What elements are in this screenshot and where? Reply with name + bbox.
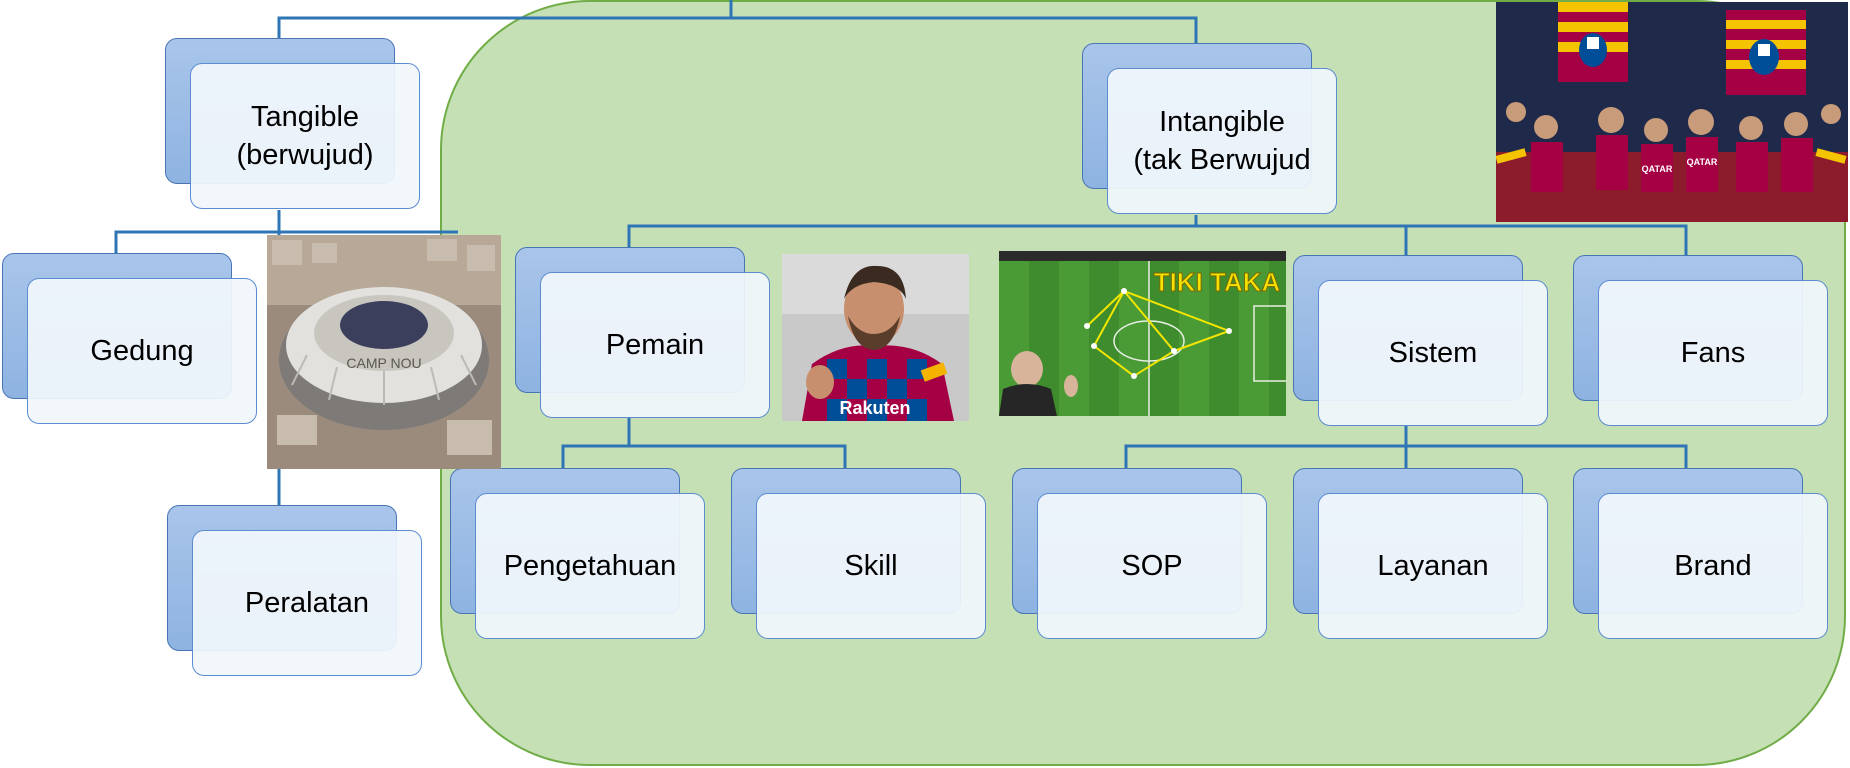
fans-crowd-photo: QATAR QATAR	[1496, 2, 1848, 222]
node-layanan: Layanan	[1293, 468, 1548, 639]
node-pengetahuan-front: Pengetahuan	[475, 493, 705, 639]
node-pengetahuan-label: Pengetahuan	[503, 550, 677, 582]
node-tangible-front: Tangible (berwujud)	[190, 63, 420, 209]
node-layanan-front: Layanan	[1318, 493, 1548, 639]
flag-right	[1726, 10, 1806, 95]
tactics-photo: TIKI TAKA	[999, 251, 1286, 416]
flag-left	[1558, 2, 1628, 82]
node-pengetahuan: Pengetahuan	[450, 468, 705, 639]
node-skill-label: Skill	[844, 550, 898, 582]
node-skill-front: Skill	[756, 493, 986, 639]
node-sistem-front: Sistem	[1318, 280, 1548, 426]
node-sop-label: SOP	[1121, 550, 1183, 582]
node-sop: SOP	[1012, 468, 1267, 639]
node-intangible-label: Intangible (tak Berwujud	[1133, 106, 1311, 176]
node-brand-label: Brand	[1674, 550, 1752, 582]
fans-shirt-text-2: QATAR	[1687, 157, 1718, 167]
node-pemain-front: Pemain	[540, 272, 770, 418]
stadium-photo: CAMP NOU	[267, 235, 501, 469]
node-peralatan-label: Peralatan	[244, 587, 370, 619]
node-fans: Fans	[1573, 255, 1828, 426]
node-peralatan: Peralatan	[167, 505, 422, 676]
node-brand: Brand	[1573, 468, 1828, 639]
node-pemain: Pemain	[515, 247, 770, 418]
tactics-title: TIKI TAKA	[1154, 267, 1281, 297]
node-peralatan-front: Peralatan	[192, 530, 422, 676]
node-intangible-front: Intangible (tak Berwujud	[1107, 68, 1337, 214]
node-skill: Skill	[731, 468, 986, 639]
node-fans-label: Fans	[1680, 337, 1746, 369]
stadium-caption: CAMP NOU	[346, 355, 421, 371]
node-brand-front: Brand	[1598, 493, 1828, 639]
player-photo: Rakuten	[782, 254, 969, 421]
node-sop-front: SOP	[1037, 493, 1267, 639]
node-pemain-label: Pemain	[605, 329, 705, 361]
node-layanan-label: Layanan	[1377, 550, 1489, 582]
node-sistem-label: Sistem	[1388, 337, 1478, 369]
player-jersey-text: Rakuten	[839, 398, 910, 418]
node-gedung-front: Gedung	[27, 278, 257, 424]
node-tangible: Tangible (berwujud)	[165, 38, 420, 209]
node-intangible: Intangible (tak Berwujud	[1082, 43, 1337, 214]
node-fans-front: Fans	[1598, 280, 1828, 426]
node-sistem: Sistem	[1293, 255, 1548, 426]
node-gedung: Gedung	[2, 253, 257, 424]
fans-shirt-text: QATAR	[1642, 164, 1673, 174]
node-tangible-label: Tangible (berwujud)	[236, 101, 374, 171]
node-gedung-label: Gedung	[90, 335, 194, 367]
